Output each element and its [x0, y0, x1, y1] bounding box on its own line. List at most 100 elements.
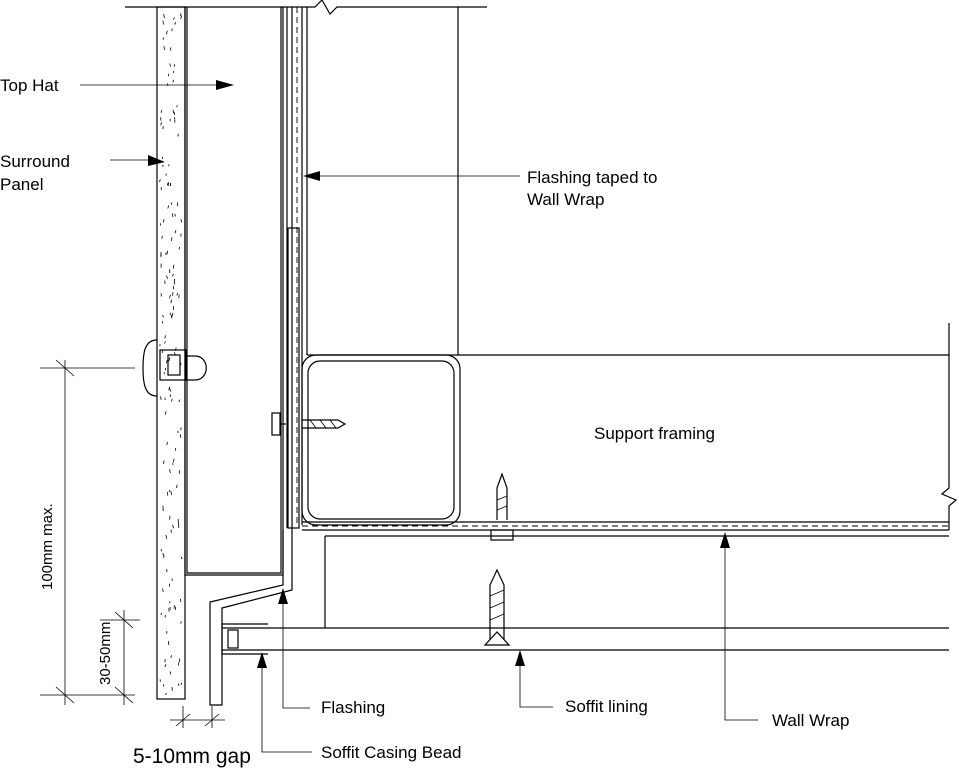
- speckle: [170, 299, 173, 304]
- speckle: [173, 458, 175, 463]
- speckle: [166, 250, 169, 255]
- wall-wrap-label: Wall Wrap: [772, 711, 849, 730]
- soffit-lining: [222, 627, 949, 651]
- surround-panel: [156, 6, 186, 700]
- speckle: [180, 556, 183, 560]
- dimension-gap: [170, 706, 225, 728]
- speckle: [160, 612, 163, 616]
- top-hat: [184, 7, 284, 576]
- right-break: [940, 323, 958, 530]
- speckle: [173, 111, 176, 116]
- speckle: [180, 15, 182, 19]
- speckle: [174, 213, 176, 217]
- speckle: [167, 182, 169, 186]
- speckle: [177, 683, 180, 686]
- speckle: [166, 441, 168, 445]
- speckle: [176, 105, 178, 108]
- flashing-nail: [271, 412, 347, 436]
- speckle: [162, 588, 164, 593]
- soffit-casing-bead: [221, 623, 268, 655]
- speckle: [162, 314, 164, 318]
- speckle: [169, 671, 172, 675]
- speckle: [170, 237, 173, 241]
- speckle: [164, 664, 167, 668]
- speckle: [165, 534, 168, 539]
- panel-speckles: [159, 13, 183, 696]
- soffit-casing-bead-label: Soffit Casing Bead: [321, 743, 462, 762]
- speckle: [170, 491, 172, 496]
- speckle: [169, 63, 172, 67]
- speckle: [159, 179, 161, 183]
- speckle: [169, 294, 171, 299]
- lower-screw: [483, 568, 511, 646]
- speckle: [160, 122, 162, 126]
- speckle: [165, 359, 168, 364]
- speckle: [173, 604, 175, 609]
- speckle: [166, 30, 168, 35]
- speckle: [172, 273, 174, 277]
- speckle: [171, 213, 174, 218]
- dim-100-label: 100mm max.: [39, 503, 56, 590]
- speckle: [162, 219, 165, 223]
- speckle: [176, 484, 178, 489]
- speckle: [169, 489, 171, 493]
- speckle: [171, 398, 173, 402]
- speckle: [169, 394, 172, 398]
- speckle: [171, 312, 174, 317]
- leaders: [80, 80, 758, 753]
- flashing-profile: [209, 530, 293, 706]
- speckle: [170, 314, 173, 319]
- speckle: [162, 37, 165, 40]
- speckle: [164, 658, 166, 663]
- flashing-taped-label-2: Wall Wrap: [527, 190, 604, 209]
- speckle: [165, 692, 167, 696]
- speckle: [167, 641, 170, 646]
- speckle: [161, 235, 163, 239]
- speckle: [161, 321, 164, 324]
- speckle: [164, 341, 166, 344]
- panel-rivet: [142, 339, 207, 397]
- speckle: [178, 246, 180, 250]
- flashing-taped-label-1: Flashing taped to: [527, 168, 657, 187]
- upper-screw: [490, 472, 514, 541]
- speckle: [163, 13, 165, 19]
- speckle: [167, 205, 170, 209]
- speckle: [180, 218, 183, 223]
- speckle: [174, 230, 177, 234]
- speckle: [169, 183, 172, 187]
- speckle: [173, 282, 176, 285]
- speckle: [161, 156, 164, 160]
- surround-panel-label-1: Surround: [0, 152, 70, 171]
- speckle: [180, 621, 182, 624]
- speckle: [174, 21, 176, 25]
- top-hat-label: Top Hat: [0, 76, 59, 95]
- speckle: [163, 46, 166, 51]
- speckle: [168, 357, 171, 362]
- speckle: [169, 389, 172, 392]
- speckle: [160, 110, 163, 113]
- gap-label: 5-10mm gap: [133, 745, 251, 768]
- speckle: [164, 335, 166, 339]
- speckle: [179, 434, 182, 438]
- speckle: [163, 460, 165, 465]
- speckle: [171, 578, 173, 581]
- dimension-100mm: 100mm max.: [39, 359, 135, 705]
- dim-30-50-label: 30-50mm: [97, 622, 114, 685]
- speckle: [173, 278, 176, 283]
- speckle: [169, 469, 171, 474]
- speckle: [164, 411, 167, 415]
- speckle: [166, 275, 168, 279]
- support-framing-label: Support framing: [594, 424, 715, 443]
- rhs-box: [301, 354, 461, 526]
- speckle: [168, 386, 171, 391]
- flashing-label: Flashing: [321, 698, 385, 717]
- soffit-framing: [302, 521, 949, 628]
- speckle: [173, 17, 175, 20]
- soffit-lining-label: Soffit lining: [565, 697, 648, 716]
- speckle: [170, 655, 173, 659]
- speckle: [176, 292, 179, 296]
- speckle: [178, 399, 181, 403]
- surround-panel-label-2: Panel: [0, 175, 43, 194]
- speckle: [172, 285, 175, 290]
